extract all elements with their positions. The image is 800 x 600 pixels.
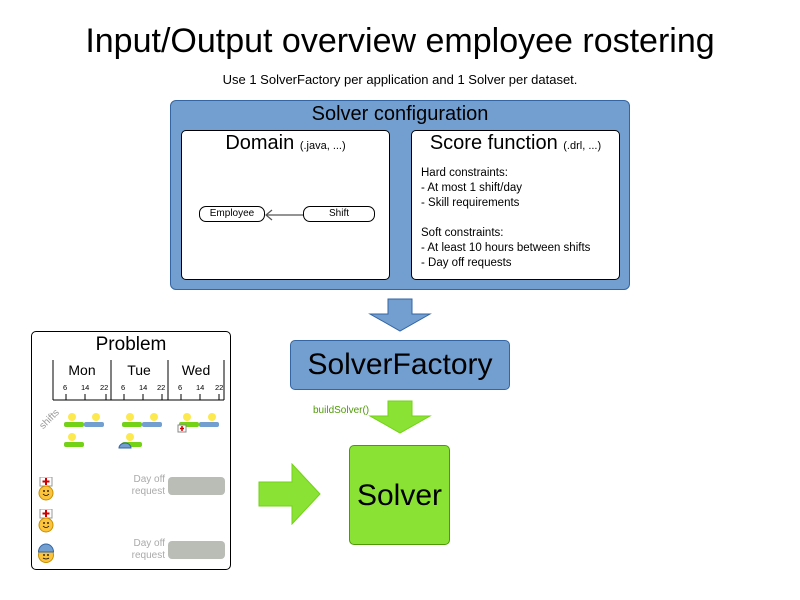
tick-label: 6: [63, 383, 68, 392]
solver-configuration-box: Solver configuration Domain (.java, ...)…: [170, 100, 630, 290]
constraints-list: Hard constraints: - At most 1 shift/day …: [421, 166, 590, 271]
tick-label: 14: [139, 383, 148, 392]
score-function-hint: (.drl, ...): [563, 140, 602, 152]
score-function-title: Score function (.drl, ...): [429, 132, 602, 154]
nurse-icon: [38, 509, 54, 533]
day-off-request-bar: [168, 541, 225, 559]
shift-icon: [199, 413, 219, 427]
soft-constraints-label: Soft constraints:: [421, 227, 504, 239]
tick-label: 22: [100, 383, 109, 392]
page-subtitle: Use 1 SolverFactory per application and …: [222, 72, 578, 87]
tick-label: 14: [81, 383, 90, 392]
nurse-icon: [38, 477, 54, 501]
soft-constraint: - At least 10 hours between shifts: [421, 242, 591, 254]
score-function-panel: Score function (.drl, ...) Hard constrai…: [411, 130, 620, 280]
problem-panel: Problem Mon Tue Wed 6 14 22 6 14 22 6 14…: [31, 331, 231, 570]
right-arrow-green-icon: [258, 463, 321, 525]
problem-title: Problem: [95, 334, 167, 355]
hard-constraint: - Skill requirements: [421, 197, 520, 209]
soft-constraint: - Day off requests: [421, 257, 512, 269]
shift-node: Shift: [303, 206, 375, 222]
hard-constraint: - At most 1 shift/day: [421, 182, 522, 194]
worker-icon: [37, 543, 55, 563]
shift-icon: [84, 413, 104, 427]
shift-icon: [122, 413, 142, 427]
shift-icon: [142, 413, 162, 427]
worker-helmet-icon: [118, 442, 132, 449]
tick-label: 22: [215, 383, 224, 392]
solver-box: Solver: [349, 445, 450, 545]
day-tue: Tue: [127, 362, 151, 378]
build-solver-label: buildSolver(): [313, 405, 370, 416]
solver-configuration-title: Solver configuration: [311, 103, 489, 125]
solver-factory-box: SolverFactory: [290, 340, 510, 390]
day-mon: Mon: [68, 362, 96, 378]
shift-icon: [64, 433, 84, 447]
tick-label: 6: [178, 383, 183, 392]
timeline-axis: [52, 360, 225, 401]
down-arrow-green-icon: [368, 400, 432, 434]
day-off-request-label: Day off request: [131, 474, 165, 497]
page-title: Input/Output overview employee rostering: [85, 22, 715, 60]
day-off-request-bar: [168, 477, 225, 495]
hard-constraints-label: Hard constraints:: [421, 167, 508, 179]
tick-label: 6: [121, 383, 126, 392]
nurse-cross-icon: [177, 424, 187, 433]
tick-label: 22: [157, 383, 166, 392]
domain-hint: (.java, ...): [299, 140, 346, 152]
shift-icon: [64, 413, 84, 427]
day-off-request-label: Day off request: [131, 538, 165, 561]
domain-title: Domain (.java, ...): [225, 132, 346, 154]
domain-panel: Domain (.java, ...) Employee Shift: [181, 130, 390, 280]
down-arrow-blue-icon: [368, 298, 432, 332]
shift-icons: [64, 413, 219, 449]
day-wed: Wed: [181, 362, 211, 378]
employee-node: Employee: [199, 206, 265, 222]
tick-label: 14: [196, 383, 205, 392]
